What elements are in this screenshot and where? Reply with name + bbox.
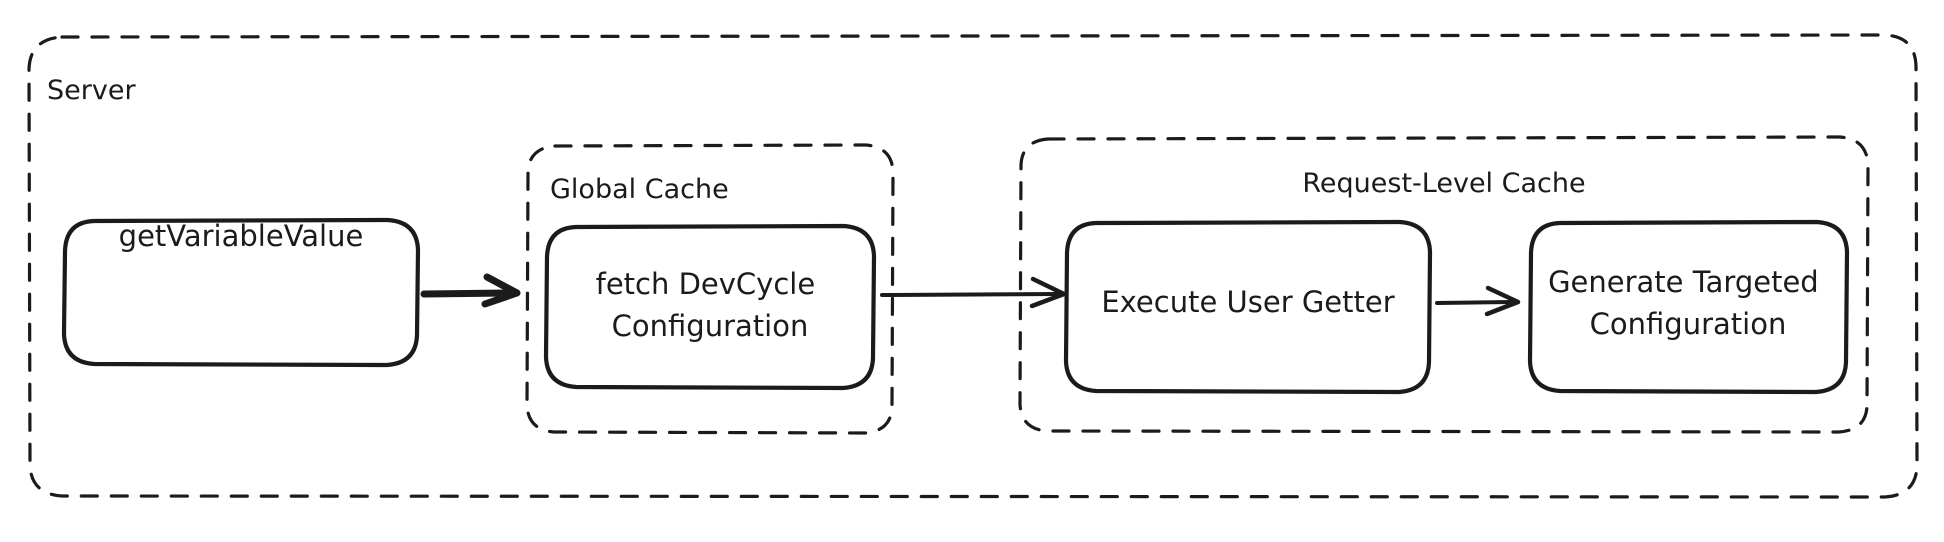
- container-request-level-cache[interactable]: Request-Level Cache: [1018, 135, 1870, 434]
- container-server-label: Server: [47, 75, 136, 106]
- node-get-variable-value-label: getVariableValue: [119, 219, 364, 253]
- node-fetch-devcycle-configuration-label: fetch DevCycle Configuration: [596, 267, 825, 343]
- edge-1-arrowhead: [481, 273, 521, 308]
- container-global-cache[interactable]: Global Cache: [525, 143, 895, 435]
- node-fetch-devcycle-configuration-box: [543, 223, 877, 391]
- node-get-variable-value-box: [61, 217, 421, 368]
- node-generate-targeted-configuration-line-1: Generate Targeted: [1548, 265, 1819, 299]
- node-execute-user-getter-label: Execute User Getter: [1101, 285, 1394, 319]
- node-generate-targeted-configuration[interactable]: Generate Targeted Configuration: [1527, 219, 1850, 395]
- edge-1-line: [420, 289, 516, 298]
- edge-3-arrowhead: [1484, 285, 1521, 317]
- container-global-cache-border: [525, 143, 895, 435]
- node-get-variable-value[interactable]: getVariableValue: [61, 217, 421, 368]
- node-execute-user-getter-box: [1063, 219, 1433, 395]
- container-global-cache-label: Global Cache: [550, 174, 729, 205]
- edge-get-variable-value-to-fetch-config: [420, 273, 521, 308]
- edge-2-arrowhead: [1029, 276, 1067, 309]
- node-fetch-devcycle-configuration[interactable]: fetch DevCycle Configuration: [543, 223, 877, 391]
- node-execute-user-getter-line-1: Execute User Getter: [1101, 285, 1394, 319]
- node-execute-user-getter[interactable]: Execute User Getter: [1063, 219, 1433, 395]
- edge-3-line: [1435, 300, 1514, 305]
- node-fetch-devcycle-configuration-line-2: Configuration: [612, 309, 809, 343]
- container-request-level-cache-border: [1018, 135, 1870, 434]
- edge-2-line: [880, 292, 1060, 297]
- node-generate-targeted-configuration-label: Generate Targeted Configuration: [1548, 265, 1828, 341]
- node-generate-targeted-configuration-line-2: Configuration: [1590, 307, 1787, 341]
- node-generate-targeted-configuration-box: [1527, 219, 1850, 395]
- container-server-border: [27, 33, 1919, 499]
- node-fetch-devcycle-configuration-line-1: fetch DevCycle: [596, 267, 816, 301]
- edge-execute-user-getter-to-generate-targeted: [1435, 285, 1521, 317]
- edge-fetch-config-to-execute-user-getter: [880, 276, 1067, 309]
- container-server[interactable]: Server: [27, 33, 1919, 499]
- container-request-level-cache-label: Request-Level Cache: [1302, 168, 1585, 199]
